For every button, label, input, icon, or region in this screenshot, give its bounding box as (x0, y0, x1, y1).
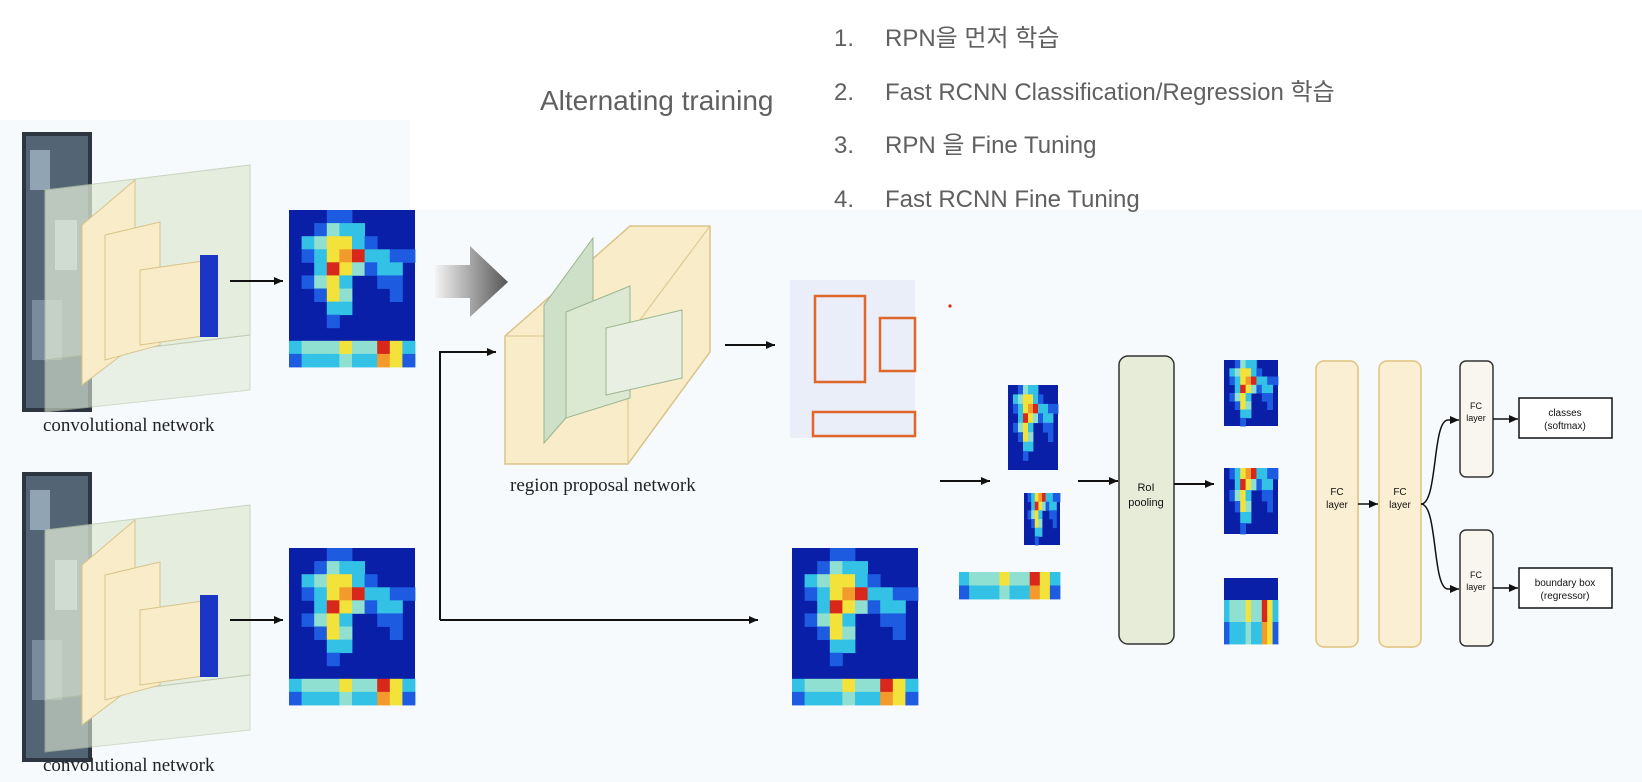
fc2-line2: layer (1389, 500, 1411, 511)
roi-pooling-box (1118, 355, 1175, 645)
pooled-feature-2 (1224, 468, 1279, 535)
fc1-line2: layer (1326, 500, 1348, 511)
step-2-num: 2. (834, 79, 854, 106)
conv-network-bottom: convolutional network (22, 472, 251, 776)
proposal-box-3 (811, 410, 917, 438)
feature-slice-bottom (200, 595, 218, 677)
arrow-to-rpn (439, 348, 496, 620)
step-1-text: RPN을 먼저 학습 (885, 25, 1059, 52)
proposals-panel (790, 280, 952, 438)
feature-map-top (289, 210, 416, 368)
crop-region-1 (1008, 385, 1059, 470)
step-3-text: RPN 을 Fine Tuning (885, 132, 1097, 159)
crop-region-3 (959, 572, 1061, 600)
feature-slice-top (200, 255, 218, 337)
fc1-line1: FC (1330, 487, 1343, 498)
proposal-box-1 (813, 294, 867, 384)
output-classes (1518, 397, 1613, 439)
pooled-feature-1 (1224, 360, 1279, 427)
feature-map-copy (792, 548, 919, 706)
roi-line1: RoI (1137, 482, 1154, 494)
arrow-to-fc3 (1420, 416, 1459, 505)
fc3-line2: layer (1466, 413, 1486, 423)
fc2-line1: FC (1393, 487, 1406, 498)
step-3-num: 3. (834, 132, 854, 159)
bbox-line1: boundary box (1535, 578, 1596, 589)
conv-bottom-label: convolutional network (43, 755, 215, 776)
conv-top-label: convolutional network (43, 415, 215, 436)
fc3-line1: FC (1470, 401, 1482, 411)
pooled-feature-3 (1224, 578, 1279, 645)
fc4-line1: FC (1470, 570, 1482, 580)
proposal-box-2 (878, 316, 917, 373)
proposal-map-faded (790, 280, 915, 438)
classes-line2: (softmax) (1544, 421, 1586, 432)
classes-line1: classes (1548, 408, 1581, 419)
region-proposal-network: region proposal network (504, 225, 711, 496)
feature-map-bottom (289, 548, 416, 706)
roi-line2: pooling (1128, 497, 1163, 509)
alternating-title: Alternating training (540, 85, 773, 116)
output-bbox (1518, 567, 1613, 609)
steps-list: 1. RPN을 먼저 학습 2. Fast RCNN Classificatio… (834, 25, 1335, 213)
big-arrow (435, 246, 508, 317)
fc4-line2: layer (1466, 582, 1486, 592)
rpn-label: region proposal network (510, 475, 696, 496)
bbox-line2: (regressor) (1541, 591, 1590, 602)
step-2-text: Fast RCNN Classification/Regression 학습 (885, 79, 1335, 106)
conv-network-top: convolutional network (22, 132, 251, 436)
crop-region-2 (1024, 493, 1061, 546)
step-4-num: 4. (834, 186, 854, 213)
step-4-text: Fast RCNN Fine Tuning (885, 186, 1140, 213)
arrow-to-fc4 (1420, 503, 1459, 593)
step-1-num: 1. (834, 25, 854, 52)
